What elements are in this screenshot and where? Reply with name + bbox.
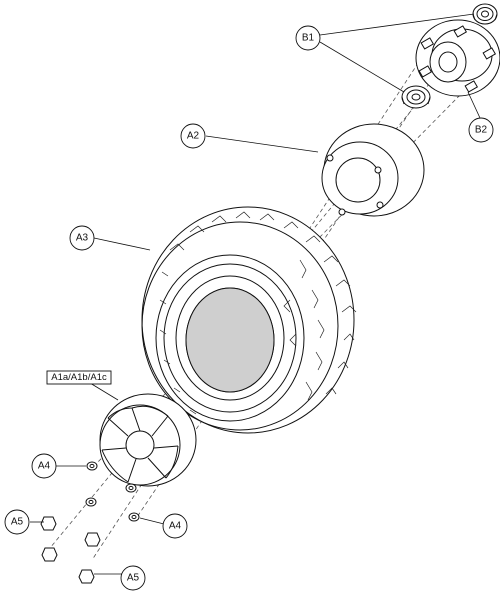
callout-b2-label: B2	[475, 125, 488, 136]
callout-b1-label: B1	[302, 33, 315, 44]
callout-a5-left-label: A5	[11, 517, 24, 528]
cap-nut-2	[41, 547, 58, 562]
nut-3	[125, 483, 137, 493]
nut-2	[85, 497, 97, 507]
cap-nut-1	[40, 516, 57, 531]
callout-a3-label: A3	[76, 233, 89, 244]
callout-a5-bottom-label: A5	[127, 573, 140, 584]
callout-a3: A3	[69, 225, 95, 251]
lug-nuts-a4	[85, 461, 140, 522]
hub-b2	[415, 19, 500, 97]
callout-b2: B2	[468, 117, 494, 143]
cap-nuts-a5	[40, 516, 101, 584]
callout-a4-left-label: A4	[38, 461, 51, 472]
nut-4	[128, 512, 140, 522]
rim-half-a2	[321, 123, 425, 217]
cap-nut-3	[84, 532, 101, 547]
callout-a2-label: A2	[187, 131, 200, 142]
callout-a2: A2	[180, 123, 206, 149]
rim-half-a1	[99, 393, 197, 487]
tire-a3	[141, 206, 357, 434]
callout-a4-right-label: A4	[169, 521, 182, 532]
callout-a4-right: A4	[162, 513, 188, 539]
bearing-b1-lower	[401, 85, 431, 109]
callout-a5-left: A5	[4, 509, 30, 535]
callout-a4-left: A4	[31, 453, 57, 479]
nut-1	[86, 461, 98, 471]
callout-a5-bottom: A5	[120, 565, 146, 591]
callout-a1-label: A1a/A1b/A1c	[51, 372, 107, 383]
callout-a1: A1a/A1b/A1c	[46, 370, 112, 385]
bearing-b1-upper	[472, 3, 498, 25]
callout-b1: B1	[295, 25, 321, 51]
cap-nut-4	[78, 569, 95, 584]
leader-lines	[30, 13, 481, 575]
